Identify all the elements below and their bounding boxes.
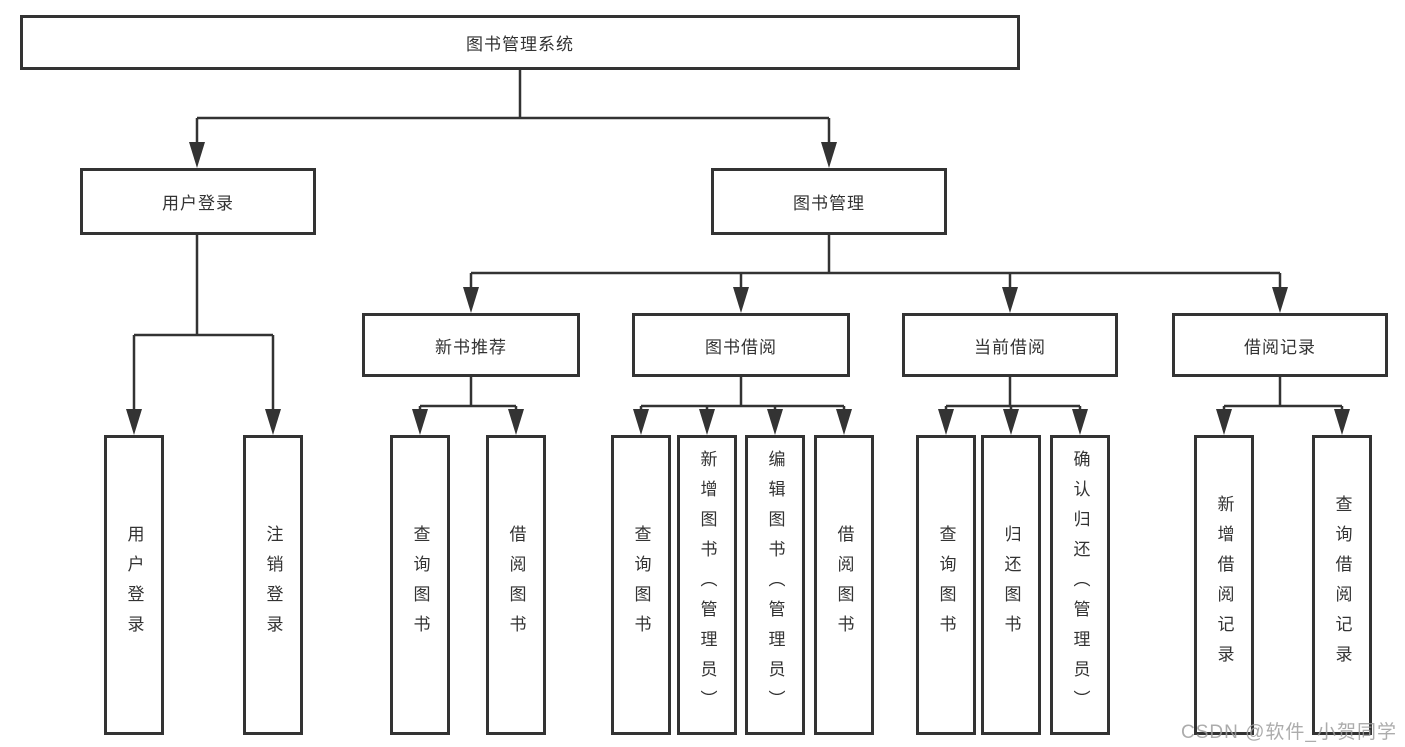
leaf-query-books-borrowing-label: 查询图书 [631, 525, 651, 645]
node-book-borrowing: 图书借阅 [632, 313, 850, 377]
leaf-borrow-books-borrowing: 借阅图书 [814, 435, 874, 735]
leaf-borrow-books-new-book: 借阅图书 [486, 435, 546, 735]
leaf-query-books-borrowing: 查询图书 [611, 435, 671, 735]
leaf-add-books-admin-label: 新增图书（管理员） [697, 450, 717, 720]
leaf-user-login: 用户登录 [104, 435, 164, 735]
leaf-edit-books-admin-label: 编辑图书（管理员） [765, 450, 785, 720]
leaf-add-borrow-record: 新增借阅记录 [1194, 435, 1254, 735]
leaf-return-books: 归还图书 [981, 435, 1041, 735]
node-borrow-records: 借阅记录 [1172, 313, 1388, 377]
node-user-login: 用户登录 [80, 168, 316, 235]
leaf-query-books-current-label: 查询图书 [936, 525, 956, 645]
leaf-borrow-books-new-book-label: 借阅图书 [506, 525, 526, 645]
leaf-confirm-return-admin: 确认归还（管理员） [1050, 435, 1110, 735]
leaf-user-login-label: 用户登录 [124, 525, 144, 645]
watermark: CSDN @软件_小贺同学 [1181, 722, 1397, 743]
node-new-book-recommend: 新书推荐 [362, 313, 580, 377]
node-root: 图书管理系统 [20, 15, 1020, 70]
leaf-borrow-books-borrowing-label: 借阅图书 [834, 525, 854, 645]
leaf-add-borrow-record-label: 新增借阅记录 [1214, 495, 1234, 675]
node-current-borrowing: 当前借阅 [902, 313, 1118, 377]
leaf-logout-login: 注销登录 [243, 435, 303, 735]
leaf-query-borrow-record: 查询借阅记录 [1312, 435, 1372, 735]
leaf-query-borrow-record-label: 查询借阅记录 [1332, 495, 1352, 675]
leaf-add-books-admin: 新增图书（管理员） [677, 435, 737, 735]
leaf-return-books-label: 归还图书 [1001, 525, 1021, 645]
leaf-query-books-new-book: 查询图书 [390, 435, 450, 735]
leaf-query-books-new-book-label: 查询图书 [410, 525, 430, 645]
leaf-query-books-current: 查询图书 [916, 435, 976, 735]
leaf-confirm-return-admin-label: 确认归还（管理员） [1070, 450, 1090, 720]
leaf-edit-books-admin: 编辑图书（管理员） [745, 435, 805, 735]
node-book-management: 图书管理 [711, 168, 947, 235]
leaf-logout-login-label: 注销登录 [263, 525, 283, 645]
